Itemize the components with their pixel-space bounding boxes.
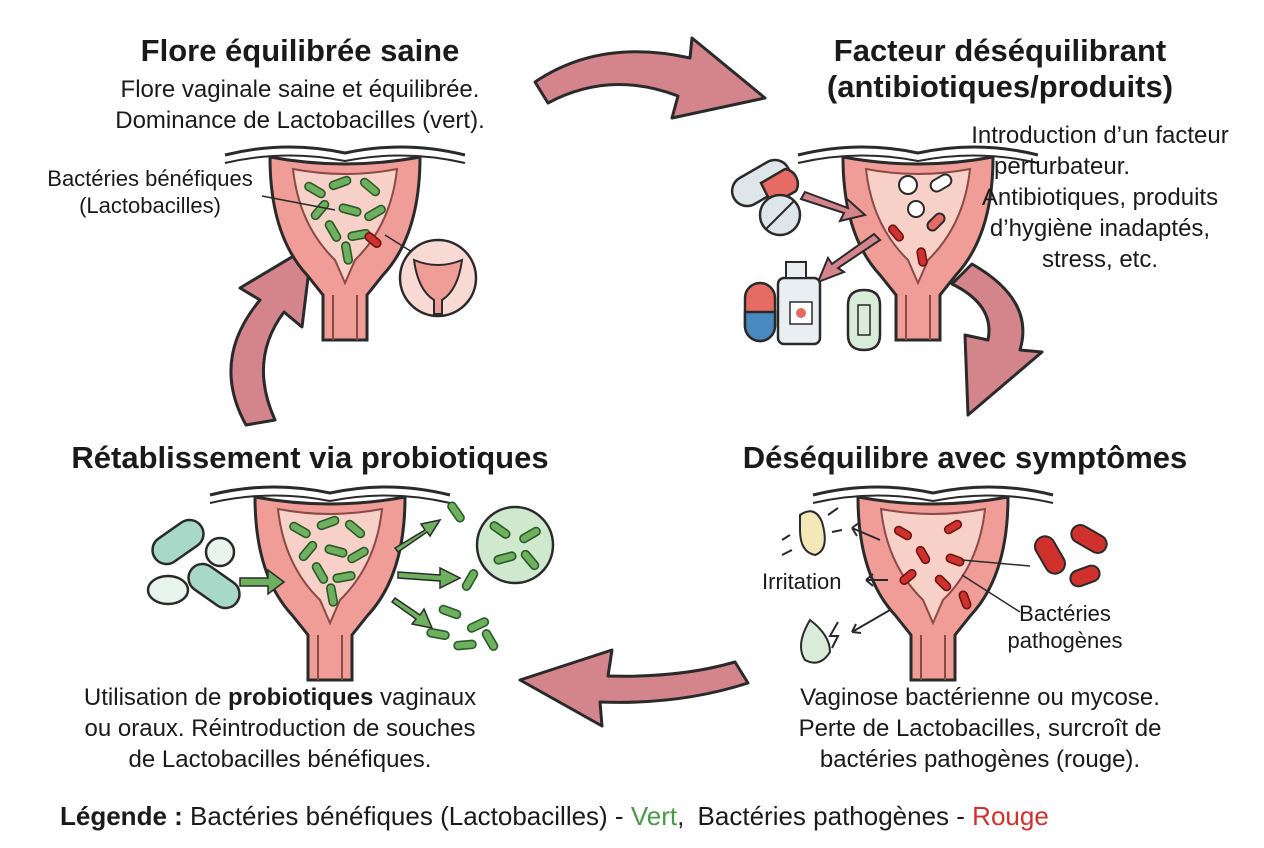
callout-line: pathogènes bbox=[1007, 628, 1123, 653]
callout-line: (Lactobacilles) bbox=[79, 193, 221, 218]
cycle-arrow-right bbox=[950, 262, 1044, 417]
stage-recovery-description: Utilisation de probiotiques vaginaux ou … bbox=[30, 682, 530, 775]
title-line: Facteur déséquilibrant bbox=[833, 33, 1167, 68]
desc-line: Utilisation de probiotiques vaginaux bbox=[30, 682, 530, 713]
legend-label: Légende : bbox=[60, 801, 183, 831]
irritation-label: Irritation bbox=[762, 569, 842, 594]
desc-line: Flore vaginale saine et équilibrée. bbox=[120, 76, 480, 103]
probiotic-capsule-icons bbox=[146, 518, 241, 610]
hygiene-products-icons bbox=[743, 261, 882, 352]
desc-text: vaginaux bbox=[373, 684, 477, 711]
desc-line: stress, etc. bbox=[1041, 246, 1159, 273]
legend-green-word: Vert bbox=[630, 801, 678, 831]
stage-imbalance-description: Vaginose bactérienne ou mycose. Perte de… bbox=[745, 682, 1215, 775]
desc-line: Antibiotiques, produits bbox=[981, 184, 1219, 211]
uterus-disrupted-illustration bbox=[796, 145, 1040, 342]
callout-line: Bactéries bbox=[1019, 601, 1111, 626]
stage-disrupting-description: Introduction d’un facteur perturbateur. … bbox=[950, 120, 1250, 275]
stage-disrupting-title: Facteur déséquilibrant (antibiotiques/pr… bbox=[785, 33, 1215, 105]
stage-imbalance-title: Déséquilibre avec symptômes bbox=[742, 440, 1188, 475]
desc-line: Dominance de Lactobacilles (vert). bbox=[115, 107, 485, 134]
stage-recovery-title: Rétablissement via probiotiques bbox=[71, 440, 549, 475]
legend-red-word: Rouge bbox=[972, 801, 1049, 831]
stage-healthy-description: Flore vaginale saine et équilibrée. Domi… bbox=[80, 74, 520, 136]
cycle-arrow-bottom bbox=[518, 648, 750, 728]
desc-line: de Lactobacilles bénéfiques. bbox=[128, 746, 432, 773]
title-line: (antibiotiques/produits) bbox=[826, 69, 1174, 104]
desc-line: Perte de Lactobacilles, surcroît de bbox=[798, 715, 1162, 742]
irritation-icons bbox=[781, 507, 843, 664]
legend-beneficial: Bactéries bénéfiques (Lactobacilles) - bbox=[190, 801, 624, 831]
cycle-arrow-top bbox=[533, 36, 767, 120]
lactobacilli-circle bbox=[475, 505, 555, 585]
probiotics-emphasis: probiotiques bbox=[228, 684, 374, 711]
callout-line: Bactéries bénéfiques bbox=[47, 166, 253, 191]
pathogen-bacteria-icons bbox=[1034, 524, 1108, 588]
pill-icons bbox=[730, 158, 802, 237]
desc-line: bactéries pathogènes (rouge). bbox=[819, 746, 1141, 773]
desc-line: ou oraux. Réintroduction de souches bbox=[84, 715, 476, 742]
zoom-circle-uterus bbox=[398, 238, 478, 318]
desc-line: Introduction d’un facteur bbox=[971, 122, 1229, 149]
legend-separator: , bbox=[677, 801, 685, 831]
stage-healthy-title: Flore équilibrée saine bbox=[140, 33, 460, 68]
legend: Légende : Bactéries bénéfiques (Lactobac… bbox=[60, 800, 1049, 832]
desc-text: Utilisation de bbox=[83, 684, 228, 711]
beneficial-bacteria-callout: Bactéries bénéfiques (Lactobacilles) bbox=[30, 165, 270, 219]
legend-pathogenic: Bactéries pathogènes - bbox=[697, 801, 965, 831]
cycle-arrow-left bbox=[229, 243, 314, 427]
desc-line: perturbateur. bbox=[994, 153, 1131, 180]
pathogenic-bacteria-callout: Bactéries pathogènes bbox=[990, 600, 1140, 654]
desc-line: d’hygiène inadaptés, bbox=[989, 215, 1211, 242]
desc-line: Vaginose bactérienne ou mycose. bbox=[800, 684, 1160, 711]
